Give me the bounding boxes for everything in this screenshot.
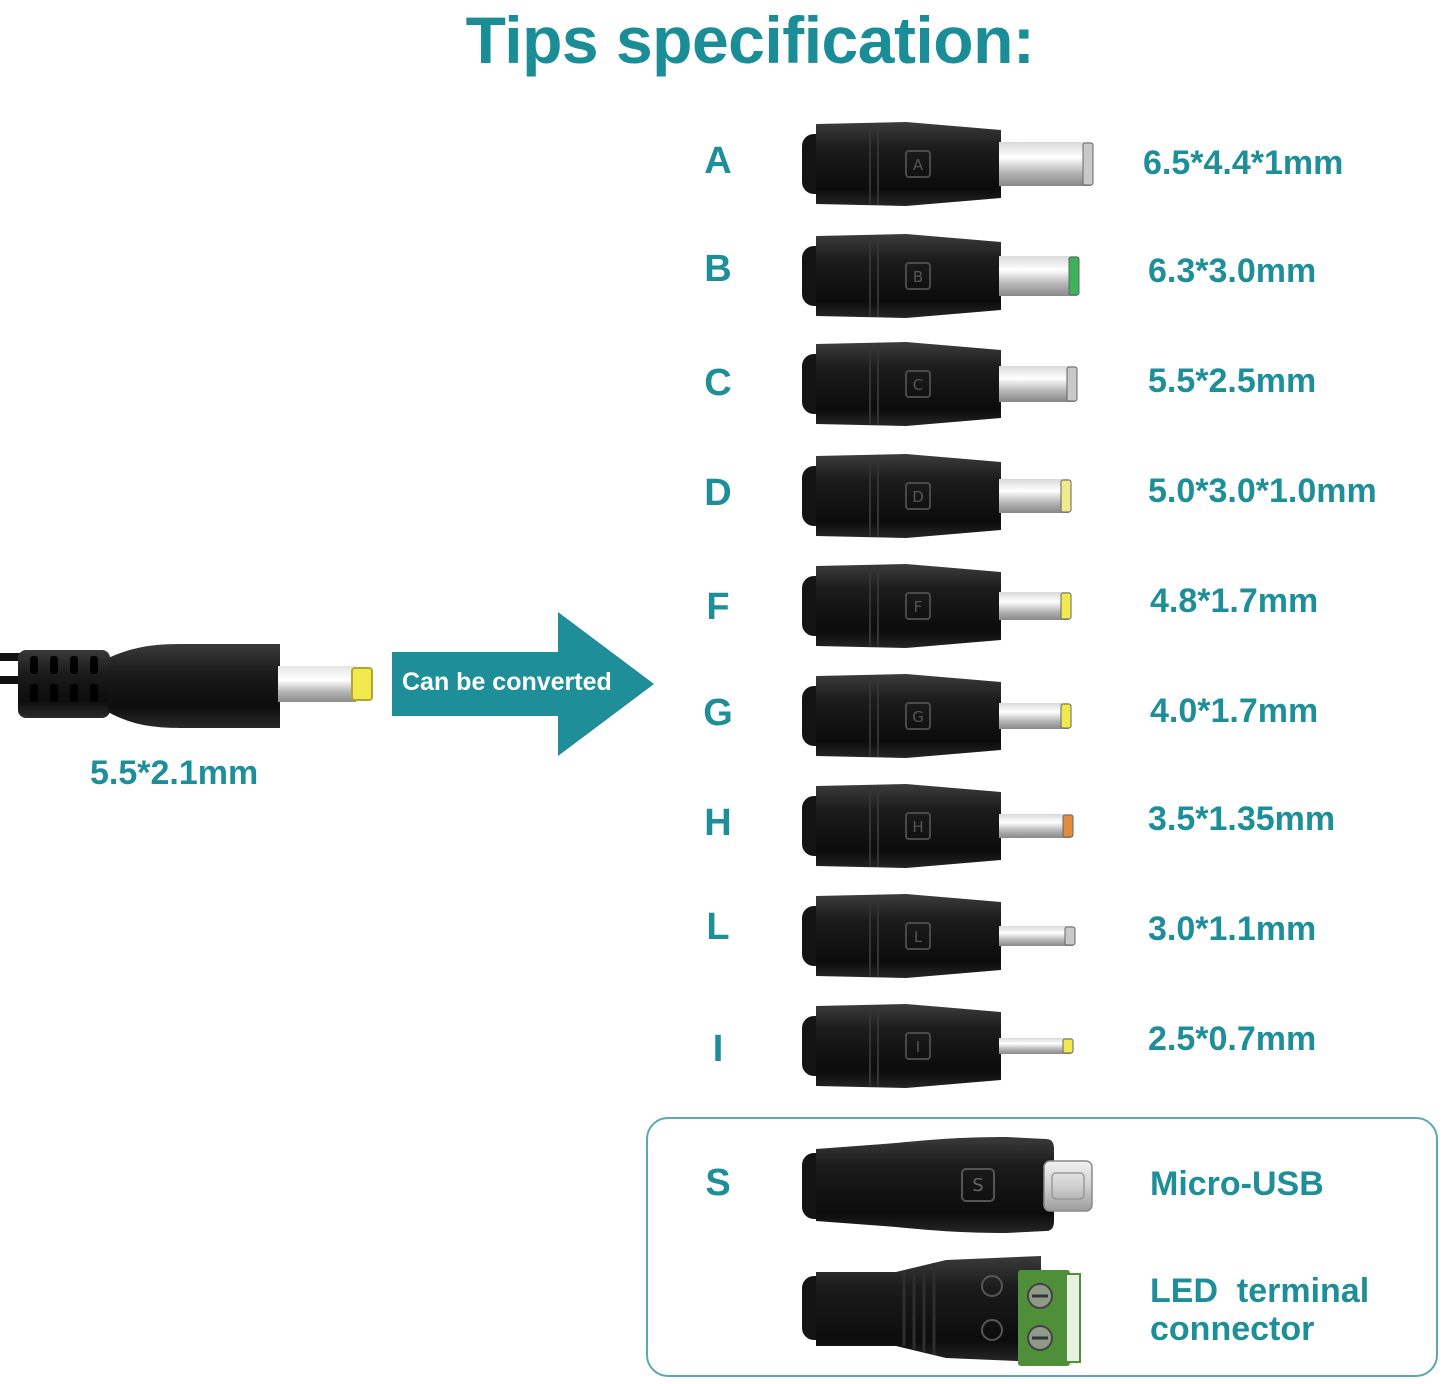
tip-image-b: B (802, 234, 1080, 318)
tip-image-i: I (802, 1004, 1074, 1088)
tip-letter-f: F (706, 586, 730, 628)
tip-image-a: A (802, 122, 1094, 206)
tip-spec-g: 4.0*1.7mm (1150, 692, 1319, 730)
tip-spec-l: 3.0*1.1mm (1148, 910, 1317, 948)
tip-spec-c: 5.5*2.5mm (1148, 362, 1317, 400)
led-terminal-label-line2: connector (1150, 1310, 1315, 1348)
svg-text:H: H (912, 818, 923, 836)
svg-text:C: C (913, 376, 923, 394)
tip-spec-a: 6.5*4.4*1mm (1143, 144, 1344, 182)
svg-text:F: F (914, 598, 923, 616)
tip-letter-g: G (703, 692, 733, 734)
convert-arrow (392, 612, 654, 756)
led-terminal-label-line1: LED terminal (1150, 1272, 1370, 1310)
svg-text:D: D (912, 488, 924, 506)
tip-letter-h: H (704, 802, 732, 844)
tip-spec-d: 5.0*3.0*1.0mm (1148, 472, 1377, 510)
tip-spec-b: 6.3*3.0mm (1148, 252, 1317, 290)
svg-text:A: A (913, 156, 924, 174)
tip-image-c: C (802, 342, 1078, 426)
tip-image-g: G (802, 674, 1072, 758)
tip-image-l: L (802, 894, 1076, 978)
tip-letter-d: D (704, 472, 732, 514)
tip-letter-a: A (704, 140, 732, 182)
micro-usb-label: Micro-USB (1150, 1165, 1324, 1203)
led-terminal-adapter-image (802, 1256, 1081, 1366)
page-title: Tips specification: (465, 3, 1035, 77)
tip-letter-s: S (705, 1162, 731, 1204)
tip-letter-i: I (712, 1028, 724, 1070)
svg-text:B: B (913, 268, 923, 286)
tip-letter-b: B (704, 248, 732, 290)
tip-image-h: H (802, 784, 1074, 868)
source-plug-size: 5.5*2.1mm (90, 754, 259, 792)
tip-spec-h: 3.5*1.35mm (1148, 800, 1336, 838)
tip-image-d: D (802, 454, 1072, 538)
svg-text:I: I (916, 1038, 920, 1056)
tip-letter-l: L (706, 906, 730, 948)
special-tips-box (646, 1117, 1438, 1377)
svg-text:G: G (912, 708, 924, 726)
tip-spec-f: 4.8*1.7mm (1150, 582, 1319, 620)
tip-spec-i: 2.5*0.7mm (1148, 1020, 1317, 1058)
tip-letter-c: C (704, 362, 732, 404)
tip-image-f: F (802, 564, 1072, 648)
micro-usb-adapter-image: S (802, 1137, 1093, 1233)
source-plug-image (0, 644, 373, 728)
svg-text:L: L (914, 928, 923, 946)
svg-text:S: S (972, 1175, 983, 1196)
convert-arrow-label: Can be converted (402, 668, 612, 696)
